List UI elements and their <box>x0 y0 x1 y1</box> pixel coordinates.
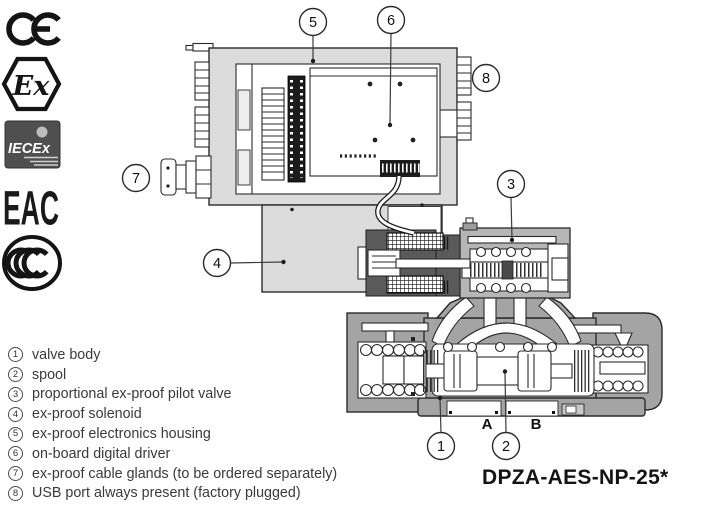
legend-label: ex-proof electronics housing <box>32 426 211 443</box>
right-spring-chamber <box>589 344 649 394</box>
eac-logo: EAC <box>3 182 59 235</box>
callout-6-number: 6 <box>387 13 395 29</box>
atex-ex-logo: Ex <box>1 56 62 112</box>
spool <box>425 350 573 392</box>
callout-6: 6 <box>376 5 406 35</box>
terminal-blocks <box>261 75 306 183</box>
legend-number-badge: 3 <box>8 386 23 402</box>
legend-item-5: 5 ex-proof electronics housing <box>8 424 337 444</box>
callout-8: 8 <box>471 63 501 93</box>
callout-5: 5 <box>298 7 328 37</box>
legend-item-7: 7 ex-proof cable glands (to be ordered s… <box>8 464 337 484</box>
legend-item-4: 4 ex-proof solenoid <box>8 404 337 424</box>
legend-label: ex-proof solenoid <box>32 406 142 423</box>
solenoid <box>357 229 471 297</box>
legend-item-3: 3 proportional ex-proof pilot valve <box>8 385 337 405</box>
callout-1: 1 <box>426 431 456 461</box>
legend-label: USB port always present (factory plugged… <box>32 485 301 502</box>
legend-number-badge: 8 <box>8 485 23 501</box>
eac-text: EAC <box>3 182 59 235</box>
callout-3: 3 <box>496 169 526 199</box>
callout-3-number: 3 <box>507 177 515 193</box>
callout-2-number: 2 <box>502 439 510 455</box>
legend-number-badge: 6 <box>8 446 23 462</box>
callout-2: 2 <box>491 431 521 461</box>
legend-label: spool <box>32 366 67 383</box>
legend: 1 valve body 2 spool 3 proportional ex-p… <box>8 345 337 503</box>
callout-7-number: 7 <box>132 171 140 187</box>
callout-leaders <box>230 33 515 433</box>
legend-label: on-board digital driver <box>32 445 171 462</box>
iecex-logo: IECEx <box>4 120 61 169</box>
atex-ex-text: Ex <box>12 71 51 102</box>
port-b-label: B <box>531 416 542 433</box>
callout-7: 7 <box>121 163 151 193</box>
callout-4: 4 <box>202 248 232 278</box>
cable-gland <box>160 155 212 199</box>
ce-logo <box>6 12 61 46</box>
legend-number-badge: 4 <box>8 406 23 422</box>
legend-item-6: 6 on-board digital driver <box>8 444 337 464</box>
legend-number-badge: 1 <box>8 347 23 363</box>
electronics-housing <box>185 42 472 206</box>
legend-item-8: 8 USB port always present (factory plugg… <box>8 484 337 504</box>
model-code: DPZA-AES-NP-25* <box>482 466 669 489</box>
legend-item-2: 2 spool <box>8 365 337 385</box>
callout-8-number: 8 <box>482 71 490 87</box>
pilot-valve <box>435 217 571 299</box>
legend-number-badge: 5 <box>8 426 23 442</box>
legend-label: proportional ex-proof pilot valve <box>32 386 232 403</box>
ports <box>446 400 585 417</box>
legend-number-badge: 7 <box>8 466 23 482</box>
iecex-globe-icon <box>36 126 48 138</box>
legend-item-1: 1 valve body <box>8 345 337 365</box>
legend-number-badge: 2 <box>8 367 23 383</box>
callout-4-number: 4 <box>213 256 221 272</box>
callout-5-number: 5 <box>309 15 317 31</box>
ccc-logo <box>2 235 62 291</box>
legend-label: ex-proof cable glands (to be ordered sep… <box>32 465 338 482</box>
port-a-label: A <box>482 416 493 433</box>
legend-label: valve body <box>32 346 101 363</box>
usb-port <box>456 56 472 96</box>
left-spring-chamber <box>357 341 427 399</box>
driver-pcb <box>309 67 438 177</box>
iecex-text: IECEx <box>8 141 51 157</box>
left-connector <box>194 61 210 148</box>
valve-body <box>346 287 663 417</box>
solenoid-wire <box>375 175 415 236</box>
callout-1-number: 1 <box>437 439 445 455</box>
